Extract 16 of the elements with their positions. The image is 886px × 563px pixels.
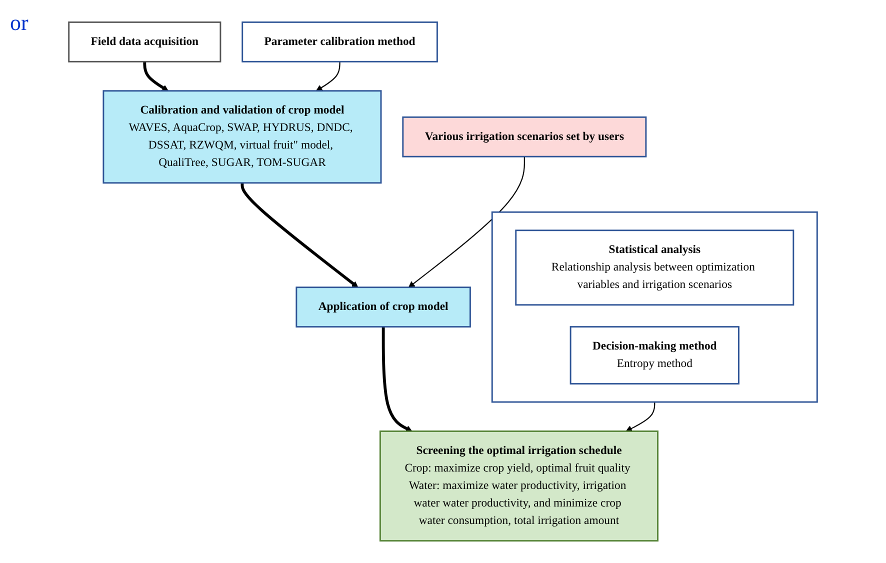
connector-word: or xyxy=(10,10,30,36)
node-box: Statistical analysis Relationship analysis between optimization variables and irrigation scenarios xyxy=(515,230,794,306)
node-box: Field data acquisition xyxy=(68,21,222,62)
cluster xyxy=(491,211,818,403)
arrow xyxy=(626,402,656,432)
node-box: Various irrigation scenarios set by users xyxy=(402,116,647,158)
arrow xyxy=(143,62,168,92)
arrow xyxy=(408,156,525,288)
arrow xyxy=(316,62,340,92)
node-box: Parameter calibration method xyxy=(242,21,438,62)
node-box: Application of crop model xyxy=(296,286,471,328)
node-box: Screening the optimal irrigation schedule Crop: maximize crop yield, optimal fruit quality Water: maximize water productivity, irrigation water water productivity, and minimize crop water consumption, total irrigation amount xyxy=(379,430,658,542)
arrow xyxy=(240,182,358,288)
arrow xyxy=(382,326,412,432)
node-box: Calibration and validation of crop model WAVES, AquaCrop, SWAP, HYDRUS, DNDC, DSSAT, RZWQM, virtual fruit" model, QualiTree, SUGAR, TOM-SUGAR xyxy=(102,90,382,184)
node-box: Decision-making method Entropy method xyxy=(570,326,740,384)
